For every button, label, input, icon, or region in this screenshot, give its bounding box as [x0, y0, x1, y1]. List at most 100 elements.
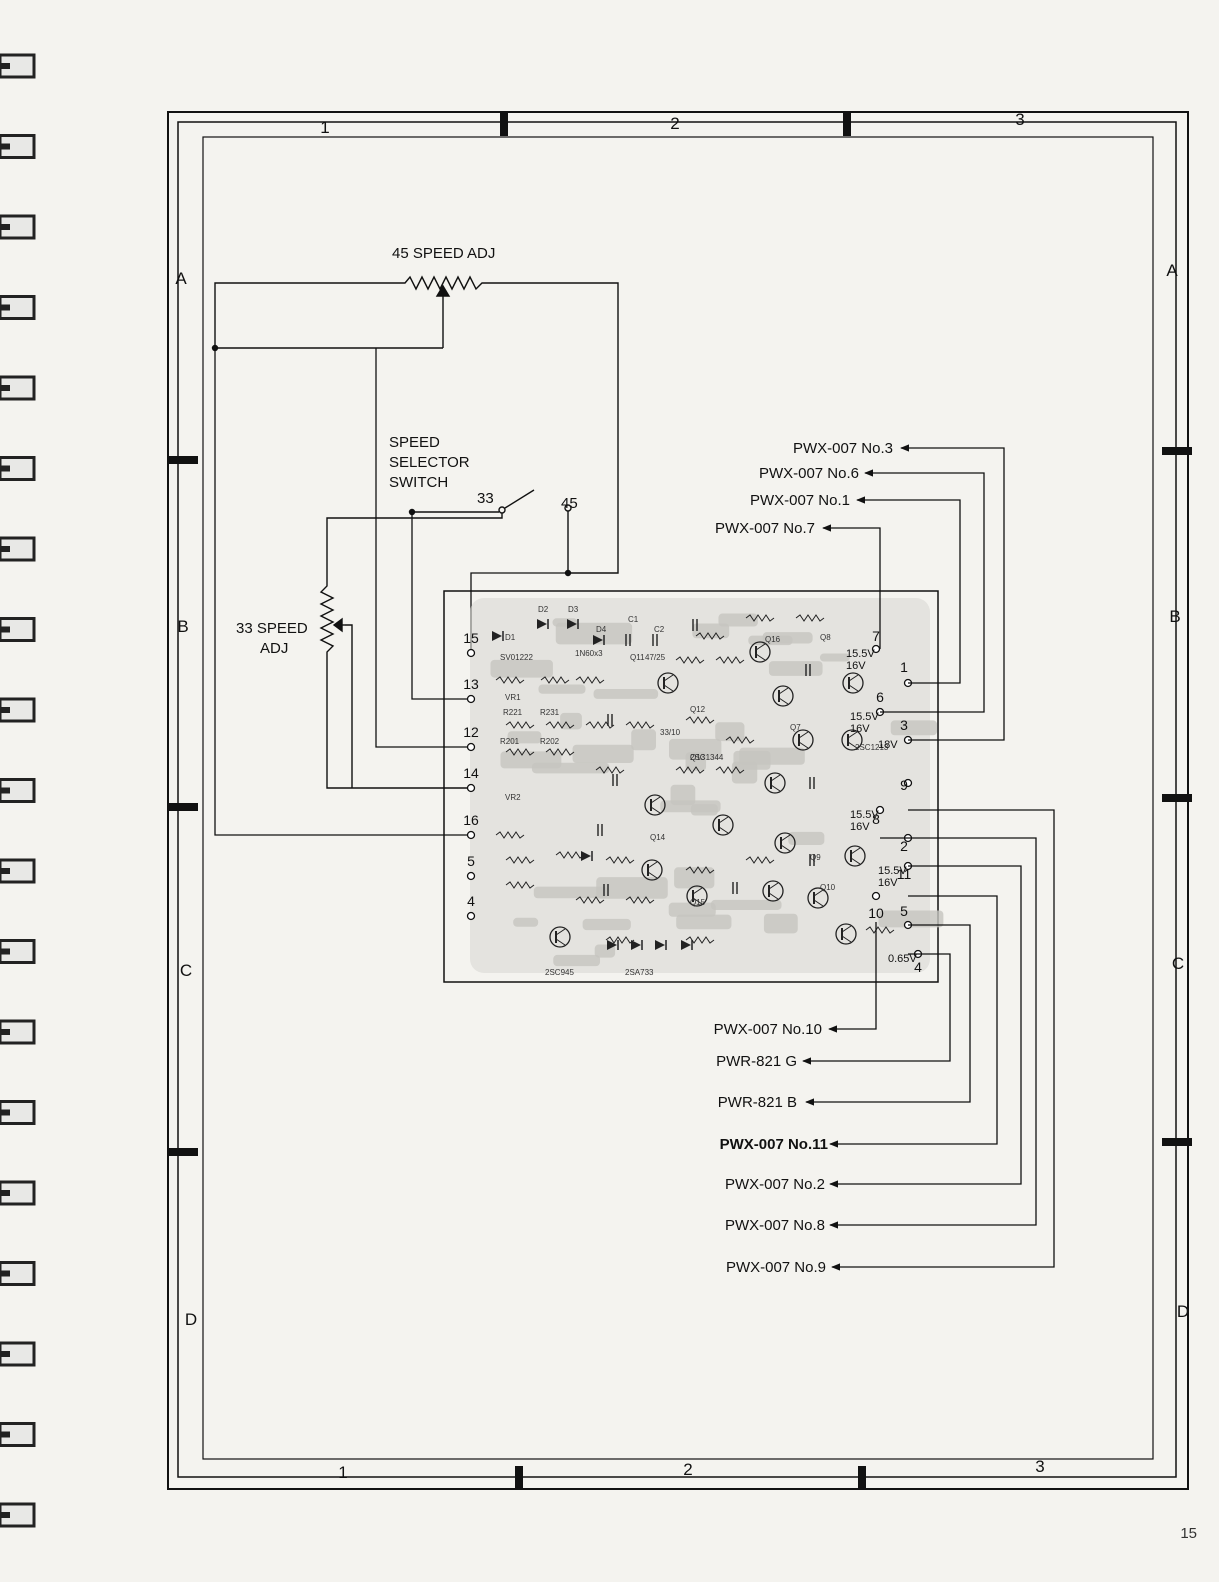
resistor-symbol [745, 856, 775, 864]
resistor-symbol [495, 831, 525, 839]
resistor-symbol [675, 656, 705, 664]
resistor-symbol [685, 716, 715, 724]
pcb-left-pin: 15 [463, 630, 479, 658]
pcb-left-pin-label: 4 [467, 893, 475, 909]
transistor-symbol [657, 672, 679, 694]
pcb-voltage-label: 15.5V [850, 809, 879, 821]
component-designator: Q13 [690, 753, 706, 762]
binder-ring [0, 1019, 36, 1045]
resistor-symbol [605, 936, 635, 944]
resistor-symbol [545, 748, 575, 756]
resistor-symbol [605, 856, 635, 864]
resistor-symbol [595, 766, 625, 774]
binder-ring [0, 53, 36, 79]
component-designator: VR1 [505, 693, 521, 702]
component-designator: Q15 [690, 898, 706, 907]
pot-45-speed-adj [211, 275, 619, 574]
pcb-voltage-label: 15.5V [878, 865, 907, 877]
pcb-voltage-label: 16V [850, 821, 870, 833]
label-selector-2: SELECTOR [389, 454, 470, 471]
resistor-symbol [715, 766, 745, 774]
pcb-right-pin-label: 10 [868, 905, 884, 921]
resistor-symbol [685, 866, 715, 874]
transistor-symbol [686, 885, 708, 907]
component-designator: D2 [538, 605, 549, 614]
resistor-symbol [685, 936, 715, 944]
component-designator: SV01222 [500, 653, 533, 662]
conn-pwx007-no9: PWX-007 No.9 [726, 1259, 826, 1276]
pcb-left-pin: 16 [463, 812, 479, 840]
resistor-symbol [505, 748, 535, 756]
resistor-symbol [540, 676, 570, 684]
pcb-right-pin-label: 5 [900, 903, 908, 919]
wiring-boundary [202, 136, 1154, 1460]
pcb-right-pin-label: 4 [914, 959, 922, 975]
pcb-left-pin: 5 [466, 853, 476, 881]
binder-ring [0, 1341, 36, 1367]
pot-33-speed-adj [319, 513, 503, 789]
pcb-voltage-label: 0.65V [888, 953, 917, 965]
binder-ring [0, 295, 36, 320]
resistor-symbol [625, 721, 655, 729]
label-45-speed-adj: 45 SPEED ADJ [392, 245, 495, 262]
binder-ring [0, 1180, 36, 1206]
diode-symbol [607, 940, 617, 950]
binder-rings [0, 53, 36, 1528]
conn-pwr821-b: PWR-821 B [718, 1094, 797, 1111]
component-designator: 33/10 [660, 728, 681, 737]
resistor-symbol [745, 614, 775, 622]
transistor-symbol [764, 772, 786, 794]
col-label-top-3: 3 [1015, 110, 1024, 129]
binder-ring [0, 214, 36, 240]
pcb-left-pin-label: 12 [463, 724, 479, 740]
row-label-right-D: D [1177, 1302, 1189, 1321]
pcb-right-pin-label: 7 [872, 628, 880, 644]
component-designator: 2SC1213 [855, 743, 889, 752]
pcb-voltage-label: 16V [850, 723, 870, 735]
transistor-symbol [774, 832, 796, 854]
resistor-symbol [505, 721, 535, 729]
transistor-symbol [792, 729, 814, 751]
resistor-symbol [495, 676, 525, 684]
component-designator: 1N60x3 [575, 649, 603, 658]
transistor-symbol [835, 923, 857, 945]
resistor-symbol [865, 926, 895, 934]
transistor-symbol [749, 641, 771, 663]
diode-symbol [581, 851, 591, 861]
resistor-symbol [575, 676, 605, 684]
resistor-symbol [725, 736, 755, 744]
pcb-left-pin-label: 13 [463, 676, 479, 692]
transistor-symbol [807, 887, 829, 909]
binder-ring [0, 1261, 36, 1286]
col-label-bottom-3: 3 [1035, 1457, 1044, 1476]
diode-symbol [631, 940, 641, 950]
left-wires [214, 348, 568, 836]
pcb-left-pin-label: 16 [463, 812, 479, 828]
transistor-symbol [712, 814, 734, 836]
pcb-left-pin: 14 [463, 765, 479, 793]
col-label-bottom-1: 1 [338, 1463, 347, 1482]
label-selector-3: SWITCH [389, 474, 448, 491]
conn-pwx007-no2: PWX-007 No.2 [725, 1176, 825, 1193]
conn-pwx007-no1: PWX-007 No.1 [750, 492, 850, 509]
label-pos-33: 33 [477, 490, 494, 507]
pcb-board-outline [443, 590, 939, 983]
resistor-symbol [575, 896, 605, 904]
binder-ring [0, 697, 36, 723]
resistor-symbol [505, 856, 535, 864]
pcb-right-pin: 10 [868, 891, 884, 921]
pcb-right-pin-label: 3 [900, 717, 908, 733]
component-designator: C1 [628, 615, 639, 624]
conn-pwx007-no10: PWX-007 No.10 [714, 1021, 822, 1038]
pcb-right-pin: 9 [900, 777, 913, 793]
row-label-left-A: A [175, 269, 187, 288]
component-designator: Q11 [630, 653, 645, 662]
binder-ring [0, 456, 36, 481]
pcb-right-pin-label: 8 [872, 811, 880, 827]
component-designator: C2 [654, 625, 665, 634]
component-designator: Q7 [790, 723, 801, 732]
